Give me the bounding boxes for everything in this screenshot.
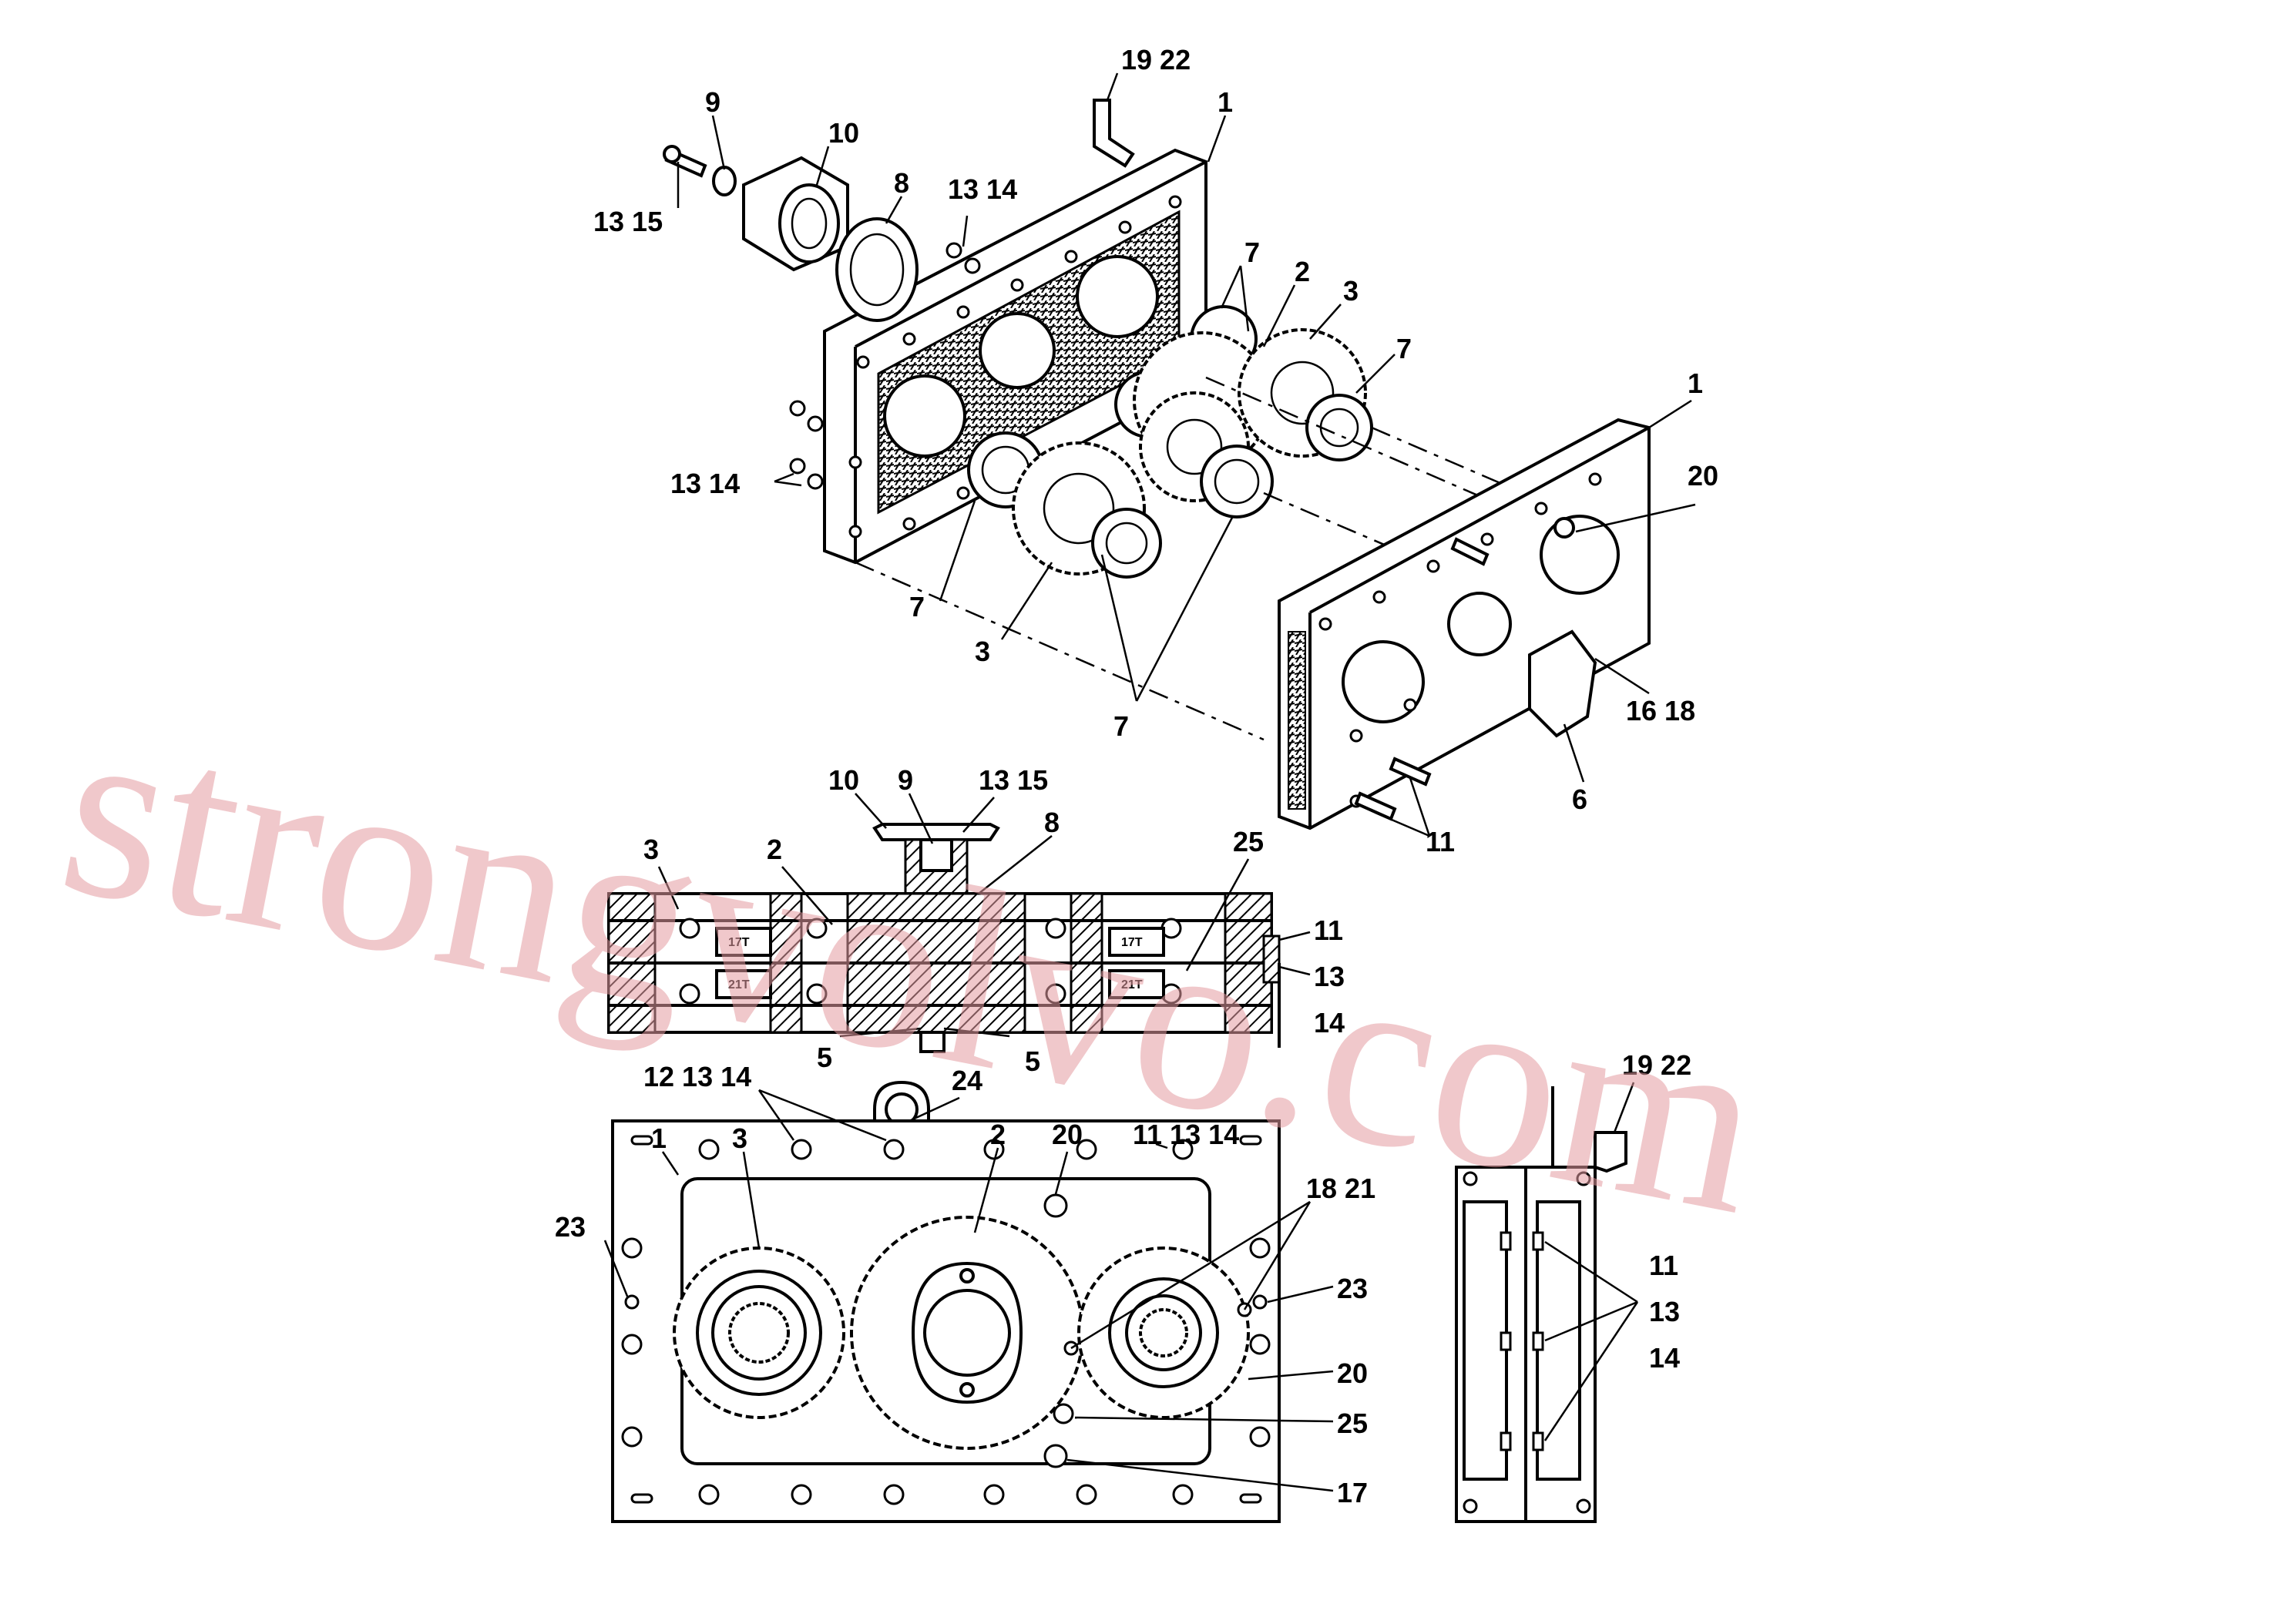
bearing — [1200, 445, 1274, 518]
housing-plate-right — [1278, 418, 1651, 830]
callout-13-14: 13 14 — [948, 173, 1017, 205]
callout-1: 1 — [1218, 86, 1233, 118]
gear-tooth-count: 21T — [728, 978, 750, 992]
callout-13-15: 13 15 — [593, 206, 663, 237]
callout-10: 10 — [828, 764, 859, 796]
bearing-bore — [883, 374, 966, 458]
callout-6: 6 — [1572, 783, 1587, 815]
front-view: 12 13 14 24 1 3 2 20 11 13 14 23 18 21 2… — [555, 1061, 1375, 1523]
alignment-lines — [855, 376, 1542, 741]
bearing — [1091, 508, 1162, 579]
callout-10: 10 — [828, 117, 859, 149]
callout-2: 2 — [767, 834, 782, 865]
callout-19-22: 19 22 — [1121, 44, 1191, 75]
callout-3: 3 — [643, 834, 659, 865]
leader-lines — [657, 793, 1311, 1038]
slots — [630, 1135, 1262, 1504]
nut — [789, 242, 981, 490]
cover-plate — [1528, 629, 1597, 738]
callout-24: 24 — [952, 1065, 982, 1096]
callout-8: 8 — [1044, 807, 1060, 838]
bearing-bore — [1540, 515, 1620, 595]
callout-17: 17 — [1337, 1477, 1368, 1508]
callout-3: 3 — [1343, 275, 1359, 307]
bolt — [663, 145, 707, 178]
callout-11: 11 — [1426, 826, 1455, 857]
oil-seal — [835, 217, 919, 322]
callout-13: 13 — [1649, 1296, 1680, 1327]
gear-tooth-count: 17T — [1121, 936, 1143, 949]
section-view: 17T 21T 17T 21T 10 9 13 15 8 3 2 25 11 1… — [607, 764, 1345, 1077]
callout-8: 8 — [894, 167, 909, 199]
callout-11-13-14: 11 13 14 — [1133, 1119, 1239, 1150]
callout-16-18: 16 18 — [1626, 695, 1695, 726]
callout-13-14: 13 14 — [670, 468, 740, 499]
callout-12-13-14: 12 13 14 — [643, 1061, 751, 1092]
callout-5: 5 — [817, 1042, 832, 1073]
flange-yoke — [742, 156, 849, 272]
callout-25: 25 — [1233, 826, 1264, 857]
exploded-view: 19 22 1 9 10 8 13 14 13 15 7 2 3 7 1 20 … — [593, 44, 1718, 857]
callout-3: 3 — [732, 1122, 747, 1154]
callout-1: 1 — [1688, 367, 1703, 399]
gear-shaft-assembly — [967, 305, 1373, 579]
bearing-bore — [1076, 255, 1159, 338]
callout-13: 13 — [1314, 961, 1345, 992]
leader-lines — [603, 1089, 1334, 1492]
callout-20: 20 — [1337, 1357, 1368, 1389]
callout-11: 11 — [1649, 1250, 1678, 1281]
callout-20: 20 — [1052, 1119, 1083, 1150]
gear-tooth-count: 17T — [728, 936, 750, 949]
callout-9: 9 — [705, 86, 720, 118]
callout-25: 25 — [1337, 1408, 1368, 1439]
callout-19-22: 19 22 — [1622, 1049, 1691, 1081]
callout-11: 11 — [1314, 914, 1343, 946]
washer — [712, 166, 737, 196]
housing-plate-left — [823, 148, 1207, 565]
bearing — [1305, 394, 1373, 461]
bolt-holes — [621, 1139, 1271, 1505]
callout-14: 14 — [1314, 1007, 1345, 1038]
leader-lines — [677, 115, 1696, 837]
gear-center — [850, 1216, 1084, 1450]
callout-1: 1 — [651, 1122, 667, 1154]
gear-tooth-count: 21T — [1121, 978, 1143, 992]
callout-9: 9 — [898, 764, 913, 796]
stud — [1450, 537, 1490, 566]
leader-lines — [1543, 1240, 1639, 1441]
plug — [1553, 517, 1575, 539]
plug — [624, 1193, 1268, 1468]
gear-left — [673, 1247, 845, 1419]
callout-2: 2 — [990, 1119, 1006, 1150]
callout-7: 7 — [1244, 237, 1260, 268]
callout-7: 7 — [1396, 333, 1412, 364]
gear-right — [1077, 1247, 1250, 1419]
callout-7: 7 — [1113, 710, 1129, 742]
callout-23: 23 — [1337, 1273, 1368, 1304]
bearing-bore — [1342, 640, 1425, 723]
callout-20: 20 — [1688, 460, 1718, 492]
callout-3: 3 — [975, 636, 990, 667]
elbow-fitting — [1093, 72, 1135, 168]
callout-5: 5 — [1025, 1045, 1040, 1077]
callout-18-21: 18 21 — [1306, 1173, 1375, 1204]
bearing-bore — [1447, 592, 1512, 656]
callout-14: 14 — [1649, 1342, 1680, 1374]
callout-2: 2 — [1295, 256, 1310, 287]
callout-13-15: 13 15 — [979, 764, 1048, 796]
bearing-bore — [979, 312, 1056, 389]
side-view: 19 22 11 13 14 — [1455, 1049, 1691, 1523]
callout-23: 23 — [555, 1211, 586, 1243]
callout-7: 7 — [909, 591, 925, 622]
